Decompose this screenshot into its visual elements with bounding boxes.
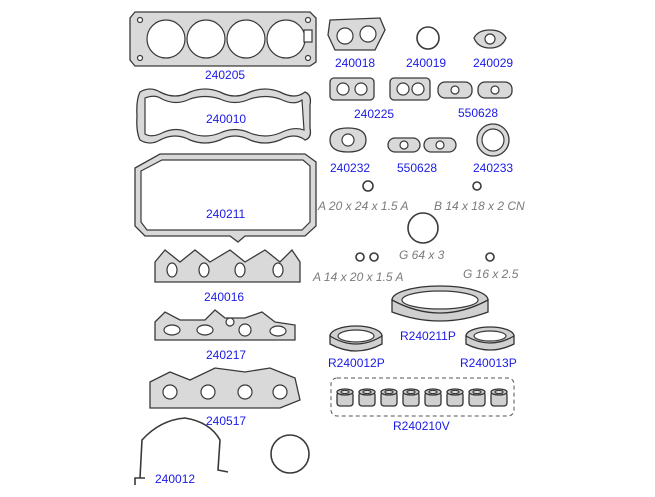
seal-spec-label: A 14 x 20 x 1.5 A <box>313 270 404 284</box>
crank-seal-R240211P-drawing[interactable] <box>391 285 489 322</box>
valve-stem-seals-R240210V-drawing[interactable] <box>330 377 515 417</box>
seal-spec-label: G 64 x 3 <box>399 248 445 262</box>
valve-stem-seal-icon <box>358 388 376 407</box>
part-240012-link[interactable]: 240012 <box>155 472 196 486</box>
part-240016-link[interactable]: 240016 <box>204 290 245 304</box>
part-550628-link-2[interactable]: 550628 <box>397 161 438 175</box>
manifold-gasket-240016-drawing[interactable] <box>154 248 301 283</box>
seal-ring-icon <box>472 181 482 191</box>
valve-stem-seal-icon <box>336 388 354 407</box>
o-ring-large-drawing <box>270 434 310 474</box>
part-240225-link[interactable]: 240225 <box>354 107 395 121</box>
valve-stem-seal-icon <box>490 388 508 407</box>
valve-cover-gasket-240010-drawing[interactable] <box>136 88 312 144</box>
seal-ring-icon <box>355 252 365 262</box>
part-240517-link[interactable]: 240517 <box>206 414 247 428</box>
gasket-240018-drawing[interactable] <box>327 17 386 51</box>
gasket-550628a-drawing[interactable] <box>437 81 513 99</box>
part-R240211P-link[interactable]: R240211P <box>400 329 456 343</box>
seal-R240013P-drawing[interactable] <box>465 326 515 351</box>
valve-stem-seal-icon <box>380 388 398 407</box>
part-240205-link[interactable]: 240205 <box>205 68 246 82</box>
part-240232-link[interactable]: 240232 <box>330 161 371 175</box>
gasket-240233-drawing[interactable] <box>476 123 510 157</box>
valve-stem-seal-icon <box>468 388 486 407</box>
part-240211-link[interactable]: 240211 <box>206 207 246 221</box>
gasket-240225-drawing[interactable] <box>329 77 431 101</box>
part-550628-link[interactable]: 550628 <box>458 106 499 120</box>
part-240018-link[interactable]: 240018 <box>335 56 376 70</box>
seal-spec-label: G 16 x 2.5 <box>463 267 519 281</box>
part-R240012P-link[interactable]: R240012P <box>328 356 385 370</box>
o-ring-icon <box>485 252 495 262</box>
oil-pan-gasket-240211-drawing[interactable] <box>134 153 317 243</box>
head-gasket-240205-drawing[interactable] <box>129 11 317 67</box>
manifold-gasket-240217-drawing[interactable] <box>154 309 296 341</box>
seal-R240012P-drawing[interactable] <box>329 325 383 352</box>
part-240019-link[interactable]: 240019 <box>406 56 447 70</box>
part-240233-link[interactable]: 240233 <box>473 161 514 175</box>
gasket-550628b-drawing[interactable] <box>387 137 457 153</box>
seal-ring-icon <box>369 252 379 262</box>
gasket-240232-drawing[interactable] <box>329 127 367 153</box>
part-240217-link[interactable]: 240217 <box>206 348 247 362</box>
seal-spec-label: B 14 x 18 x 2 CN <box>434 199 525 213</box>
part-240010-link[interactable]: 240010 <box>206 112 247 126</box>
part-R240013P-link[interactable]: R240013P <box>460 356 517 370</box>
valve-stem-seal-icon <box>424 388 442 407</box>
timing-cover-gasket-240012-drawing[interactable] <box>134 417 229 485</box>
part-240029-link[interactable]: 240029 <box>473 56 514 70</box>
seal-ring-icon <box>362 180 374 192</box>
part-R240210V-link[interactable]: R240210V <box>393 419 450 433</box>
gasket-240019-drawing[interactable] <box>416 26 440 50</box>
gasket-240029-drawing[interactable] <box>473 29 507 49</box>
seal-spec-label: A 20 x 24 x 1.5 A <box>318 199 409 213</box>
manifold-gasket-240517-drawing[interactable] <box>149 367 301 409</box>
o-ring-icon <box>407 212 439 244</box>
valve-stem-seal-icon <box>402 388 420 407</box>
valve-stem-seal-icon <box>446 388 464 407</box>
